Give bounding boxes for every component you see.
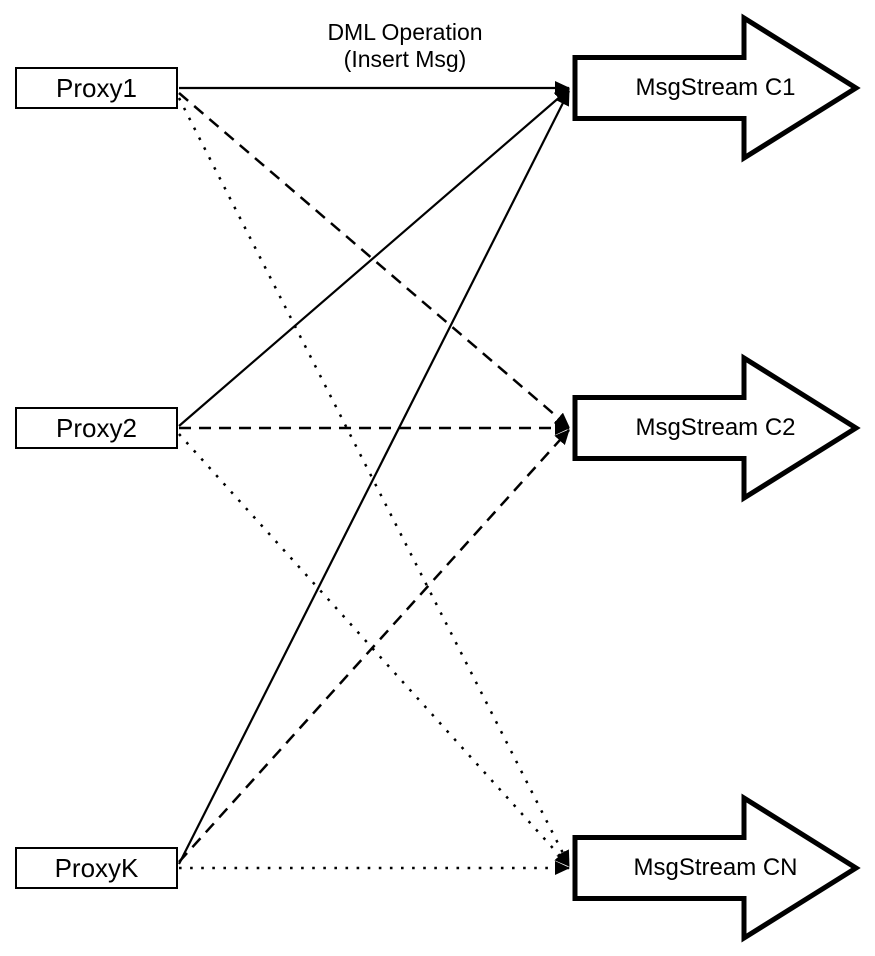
- msgstream-c2-arrow-shape: [572, 353, 861, 503]
- edge-proxy2-to-msgstream-c1: [178, 88, 570, 427]
- proxy2-node: Proxy2: [15, 407, 178, 449]
- msgstream-cn-arrow-shape: [572, 793, 861, 943]
- diagram-title-line1: DML Operation: [327, 19, 483, 45]
- edge-proxyk-to-msgstream-c2: [178, 429, 570, 863]
- msgstream-c1-arrow-shape: [572, 13, 861, 163]
- proxyk-node: ProxyK: [15, 847, 178, 889]
- proxy1-node: Proxy1: [15, 67, 178, 109]
- edge-proxy1-to-msgstream-c2: [178, 92, 570, 428]
- proxy2-label: Proxy2: [56, 413, 137, 443]
- proxyk-label: ProxyK: [54, 853, 139, 883]
- edge-proxy2-to-msgstream-cn: [178, 433, 570, 867]
- diagram-title-line2: (Insert Msg): [343, 46, 467, 72]
- proxy1-label: Proxy1: [56, 73, 137, 103]
- edge-proxyk-to-msgstream-c1: [178, 90, 570, 865]
- diagram-title: DML Operation (Insert Msg): [255, 19, 555, 73]
